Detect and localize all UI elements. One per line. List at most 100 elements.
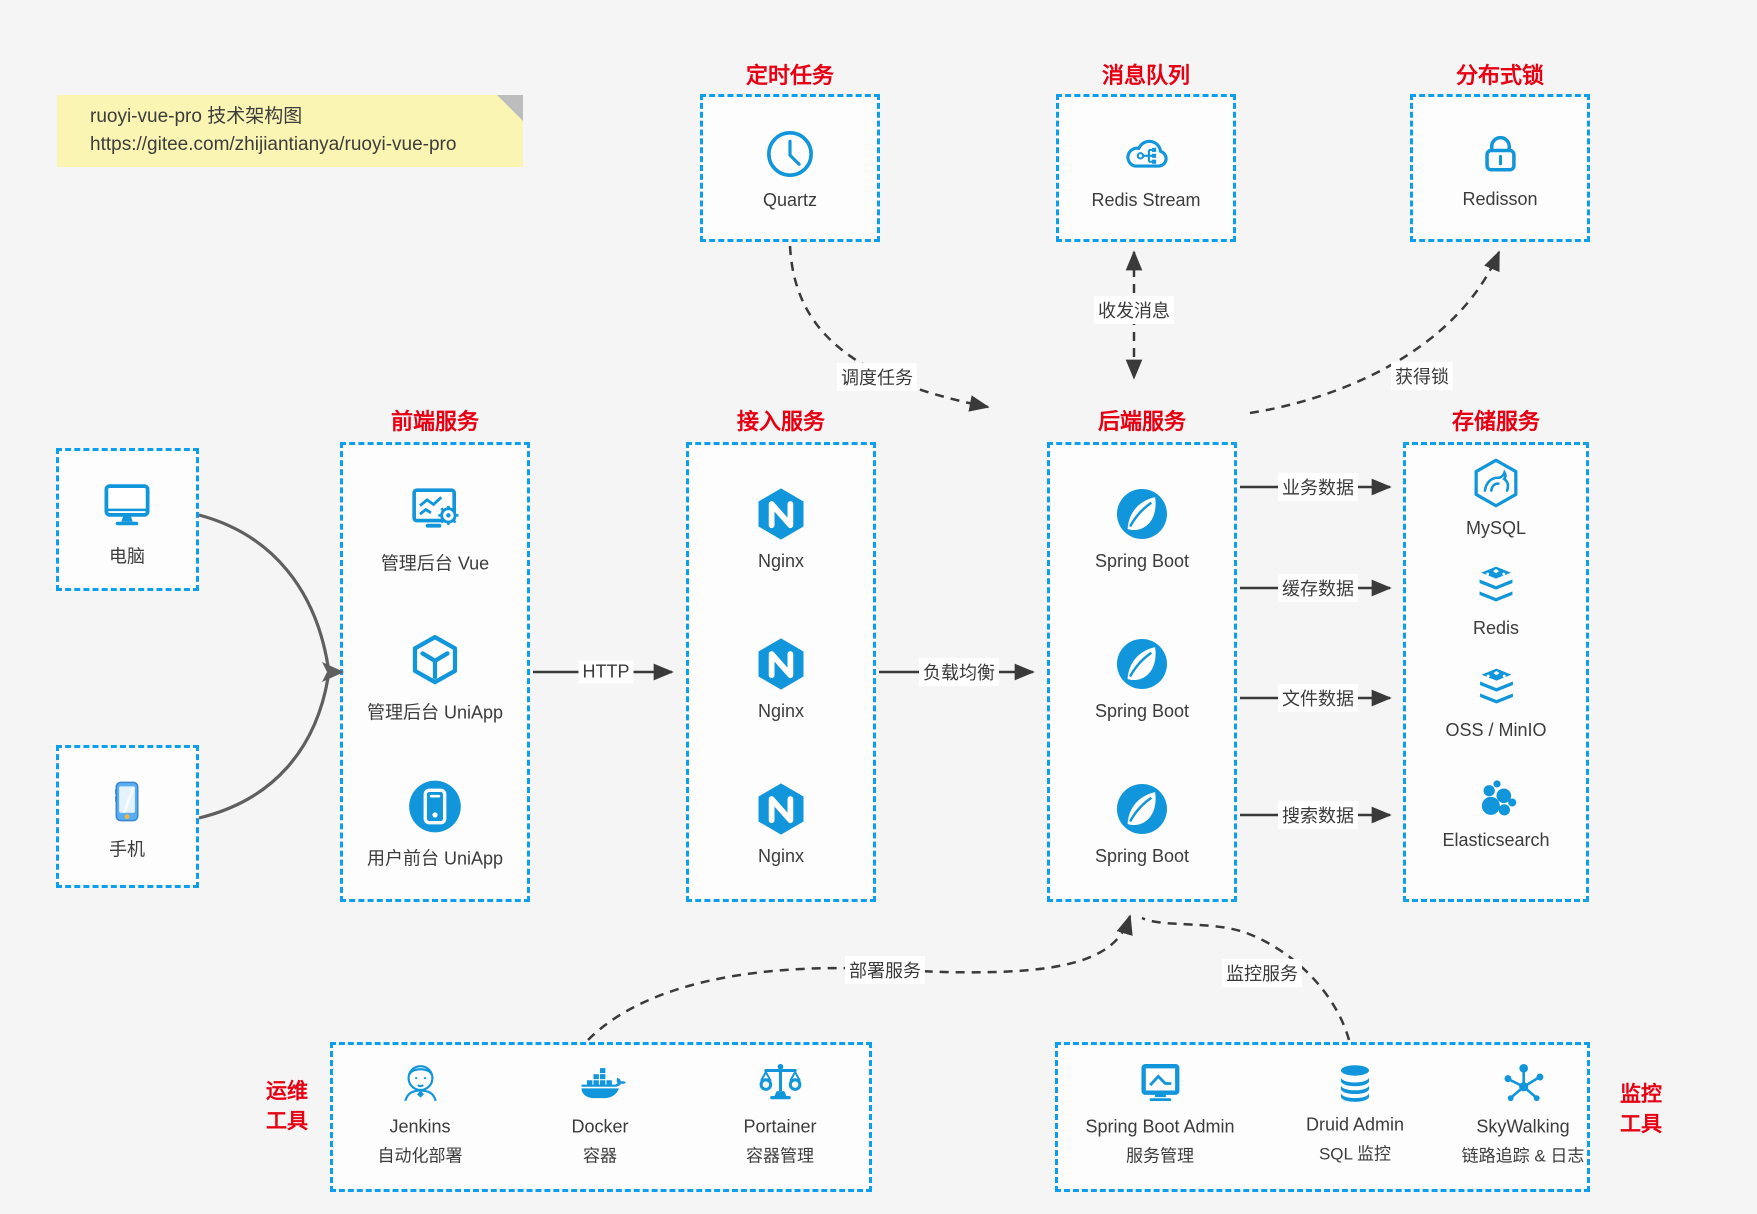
edge-acquire-lock (1249, 250, 1501, 415)
clock-icon (761, 125, 819, 183)
edge-label-monitor: 监控服务 (1222, 959, 1302, 987)
node-redis-stream: Redis Stream (1091, 125, 1201, 211)
spring-boot-icon (1112, 779, 1172, 839)
node-springboot-1: Spring Boot (1095, 484, 1189, 572)
node-label: Nginx (757, 701, 805, 721)
node-label: Docker (571, 1116, 629, 1137)
mysql-icon (1468, 455, 1524, 511)
node-label: Redis Stream (1091, 190, 1201, 210)
node-desc: 服务管理 (1126, 1146, 1194, 1166)
node-nginx-3: Nginx (751, 779, 811, 867)
nginx-icon (751, 634, 811, 694)
node-admin-uniapp: 管理后台 UniApp (367, 632, 503, 725)
node-elasticsearch: Elasticsearch (1442, 773, 1550, 851)
uniapp-cube-icon (405, 632, 465, 692)
node-desc: 自动化部署 (377, 1146, 463, 1166)
node-druid-admin: Druid Admin SQL 监控 (1306, 1060, 1404, 1165)
node-mysql: MySQL (1466, 455, 1526, 539)
node-label: 手机 (109, 839, 145, 860)
node-label: 用户前台 UniApp (366, 848, 504, 869)
node-label: Nginx (757, 551, 805, 571)
edge-pc-frontend (198, 513, 330, 667)
node-desc: 容器管理 (745, 1146, 814, 1166)
edge-label-search-data: 搜索数据 (1278, 801, 1358, 829)
edge-label-acquire-lock: 获得锁 (1391, 362, 1453, 390)
admin-vue-icon (404, 481, 466, 543)
group-title-lock: 分布式锁 (1455, 63, 1545, 88)
node-label: Redisson (1462, 189, 1538, 209)
note-url: https://gitee.com/zhijiantianya/ruoyi-vu… (90, 134, 457, 155)
node-label: Spring Boot Admin (1085, 1116, 1235, 1137)
skywalking-icon (1497, 1058, 1549, 1110)
node-spring-boot-admin: Spring Boot Admin 服务管理 (1085, 1058, 1235, 1167)
elasticsearch-icon (1469, 773, 1523, 823)
edge-label-schedule: 调度任务 (837, 363, 917, 391)
node-label: 管理后台 Vue (380, 553, 490, 574)
nginx-icon (751, 779, 811, 839)
node-label: Spring Boot (1094, 846, 1190, 866)
database-icon (1330, 1060, 1380, 1108)
user-app-icon (404, 776, 466, 838)
mq-panel (1056, 94, 1236, 242)
node-label: 管理后台 UniApp (366, 702, 504, 723)
node-redisson: Redisson (1462, 126, 1538, 210)
node-skywalking: SkyWalking 链路追踪 & 日志 (1461, 1058, 1585, 1167)
edge-label-file-data: 文件数据 (1278, 684, 1358, 712)
group-title-mq: 消息队列 (1101, 63, 1191, 88)
node-jenkins: Jenkins 自动化部署 (378, 1058, 463, 1167)
node-portainer: Portainer 容器管理 (743, 1058, 817, 1167)
monitor-icon (97, 476, 157, 536)
edge-label-load-balance: 负载均衡 (919, 658, 999, 686)
node-nginx-2: Nginx (751, 634, 811, 722)
note-title: ruoyi-vue-pro 技术架构图 (90, 106, 303, 127)
node-label: Druid Admin (1305, 1114, 1405, 1135)
node-phone: 手机 (100, 775, 154, 862)
node-desc: 容器 (582, 1146, 617, 1166)
node-admin-vue: 管理后台 Vue (381, 481, 489, 576)
node-label: 电脑 (109, 546, 145, 567)
node-label: Redis (1472, 618, 1520, 638)
edge-label-biz-data: 业务数据 (1278, 473, 1358, 501)
nginx-icon (751, 484, 811, 544)
jenkins-icon (394, 1058, 446, 1110)
edge-label-cache-data: 缓存数据 (1278, 574, 1358, 602)
oss-stack-icon (1467, 663, 1525, 713)
group-title-frontend: 前端服务 (390, 409, 480, 434)
node-docker: Docker 容器 (571, 1058, 629, 1167)
spring-boot-icon (1112, 634, 1172, 694)
edge-label-message: 收发消息 (1094, 296, 1174, 324)
node-label: Spring Boot (1094, 551, 1190, 571)
group-title-storage: 存储服务 (1451, 409, 1541, 434)
node-label: Quartz (762, 190, 818, 210)
group-title-devops: 运维 工具 (266, 1080, 308, 1133)
node-nginx-1: Nginx (751, 484, 811, 572)
node-desc: 链路追踪 & 日志 (1461, 1146, 1585, 1166)
node-redis: Redis (1467, 561, 1525, 639)
edge-phone-frontend (198, 677, 330, 820)
node-label: MySQL (1465, 518, 1527, 538)
group-title-backend: 后端服务 (1097, 409, 1187, 434)
node-springboot-2: Spring Boot (1095, 634, 1189, 722)
node-pc: 电脑 (97, 476, 157, 569)
node-label: OSS / MinIO (1445, 720, 1547, 740)
node-desc: SQL 监控 (1318, 1144, 1392, 1164)
cloud-network-icon (1117, 125, 1175, 183)
edge-label-http: HTTP (578, 660, 634, 684)
node-label: Portainer (743, 1116, 817, 1137)
node-label: SkyWalking (1476, 1116, 1570, 1137)
redis-stack-icon (1467, 561, 1525, 611)
phone-icon (100, 775, 154, 829)
spring-boot-icon (1112, 484, 1172, 544)
group-title-gateway: 接入服务 (736, 409, 826, 434)
scheduler-panel (700, 94, 880, 242)
group-title-scheduler: 定时任务 (745, 63, 835, 88)
lock-icon (1472, 126, 1528, 182)
portainer-icon (754, 1058, 806, 1110)
node-label: Jenkins (389, 1116, 451, 1137)
node-quartz: Quartz (761, 125, 819, 211)
node-label: Nginx (757, 846, 805, 866)
spring-boot-admin-icon (1134, 1058, 1186, 1110)
node-label: Elasticsearch (1442, 830, 1550, 850)
node-user-uniapp: 用户前台 UniApp (367, 776, 503, 871)
